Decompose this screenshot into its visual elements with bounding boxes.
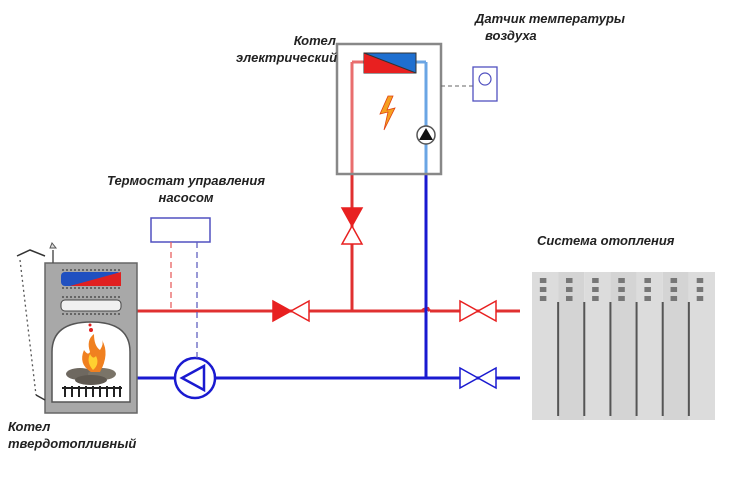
electric-boiler-label: Котел электрический [236,32,337,66]
solid-fuel-boiler-label-line1: Котел [8,419,51,434]
radiator-fin-slot [618,287,625,292]
radiator-section [662,272,689,420]
radiator-fin-slot [565,278,573,283]
radiator-fin-slot [592,296,599,301]
air-sensor-label-line2: воздуха [485,28,537,43]
radiator-fin-slot [696,278,704,283]
radiator-fin-slot [670,296,678,301]
heat-exchanger [363,52,417,74]
radiator-fin-slot [592,287,599,292]
solid-fuel-boiler-label-line2: твердотопливный [8,436,137,451]
electric-boiler-label-line1: Котел [293,33,336,48]
radiator-supply-valve-icon [459,299,497,323]
solid-fuel-boiler [16,242,138,414]
radiator-fin-slot [565,296,573,301]
air-sensor-label-line1: Датчик температуры [475,11,625,26]
pump-thermostat-label-line1: Термостат управления [107,173,265,188]
radiator-section [584,272,611,420]
radiator-section [558,272,585,420]
radiator [532,272,715,420]
electric-boiler-label-line2: электрический [236,50,338,65]
radiator-fin-slot [696,287,704,292]
radiator-section [636,272,663,420]
radiator-section [688,272,715,420]
radiator-fin-slot [539,296,547,301]
radiator-fin-slot [539,287,547,292]
circulation-pump-icon [173,356,217,400]
air-temperature-sensor [472,66,498,102]
lightning-icon [379,95,396,131]
radiator-fin-slot [539,278,547,283]
pump-thermostat-label: Термостат управления насосом [86,172,286,206]
supply-main-valve-icon [272,299,310,323]
flame-icon [82,334,106,372]
radiator-fin-slot [592,278,599,283]
solid-fuel-boiler-label: Котел твердотопливный [8,418,136,452]
radiator-fin-slot [565,287,573,292]
radiator-fin-slot [696,296,704,301]
heating-system-label: Система отопления [537,233,675,248]
riser-valve-icon [340,207,364,245]
radiator-fin-slot [644,287,651,292]
radiator-fin-slot [644,278,651,283]
radiator-return-valve-icon [459,366,497,390]
radiator-fin-slot [644,296,651,301]
air-sensor-label: Датчик температуры воздуха [475,10,625,44]
radiator-section [532,272,559,420]
radiator-fin-slot [618,296,625,301]
pump-thermostat-label-line2: насосом [158,190,214,205]
radiator-fin-slot [618,278,625,283]
pump-thermostat-box [150,217,211,243]
radiator-fin-slot [670,278,678,283]
electric-boiler-pump-icon [416,125,436,145]
radiator-section [610,272,637,420]
radiator-fin-slot [670,287,678,292]
